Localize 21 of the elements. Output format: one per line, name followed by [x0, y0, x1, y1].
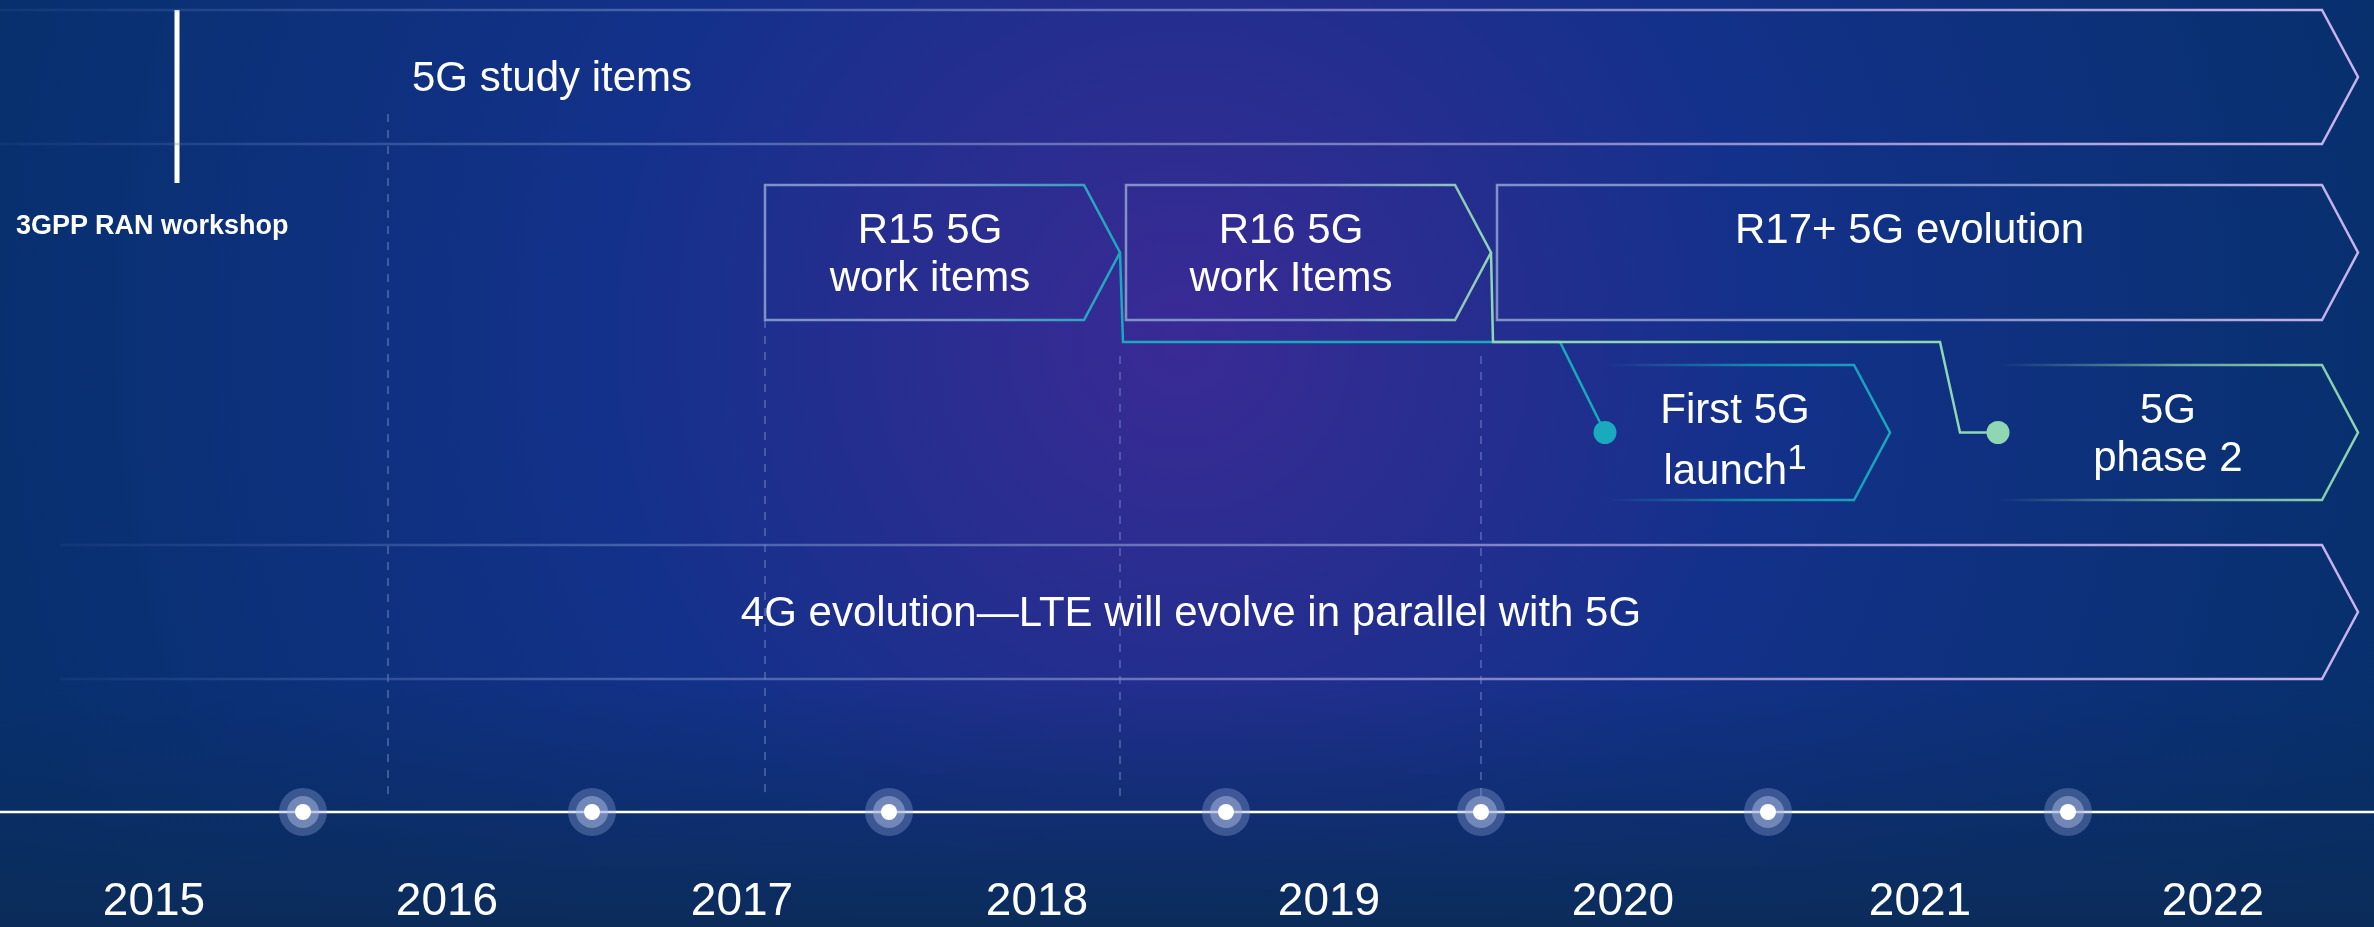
connector-line [1489, 252, 2010, 444]
stage-label: R16 5G work Items [1188, 204, 1394, 301]
stage-label: 5G study items [412, 53, 694, 101]
stage-label: 4G evolution—LTE will evolve in parallel with 5G [739, 588, 1643, 636]
year-label: 2018 [984, 872, 1090, 926]
year-label: 2022 [2160, 872, 2266, 926]
chevron-box [1497, 185, 2358, 320]
year-label: 2015 [101, 872, 207, 926]
stage-label: R17+ 5G evolution [1733, 204, 2086, 253]
chevron-box [1126, 185, 1491, 320]
chevron-box [765, 185, 1120, 320]
year-label: 2021 [1867, 872, 1973, 926]
year-label: 2019 [1276, 872, 1382, 926]
year-label: 2020 [1570, 872, 1676, 926]
stage-label: 5G phase 2 [2092, 384, 2244, 481]
stage-label: R15 5G work items [828, 204, 1032, 301]
milestone-label: 3GPP RAN workshop [16, 210, 289, 241]
year-label: 2016 [394, 872, 500, 926]
connector-line [1118, 252, 1617, 444]
year-label: 2017 [689, 872, 795, 926]
stage-label: First 5G launch$^{1}$ [1659, 384, 1811, 494]
